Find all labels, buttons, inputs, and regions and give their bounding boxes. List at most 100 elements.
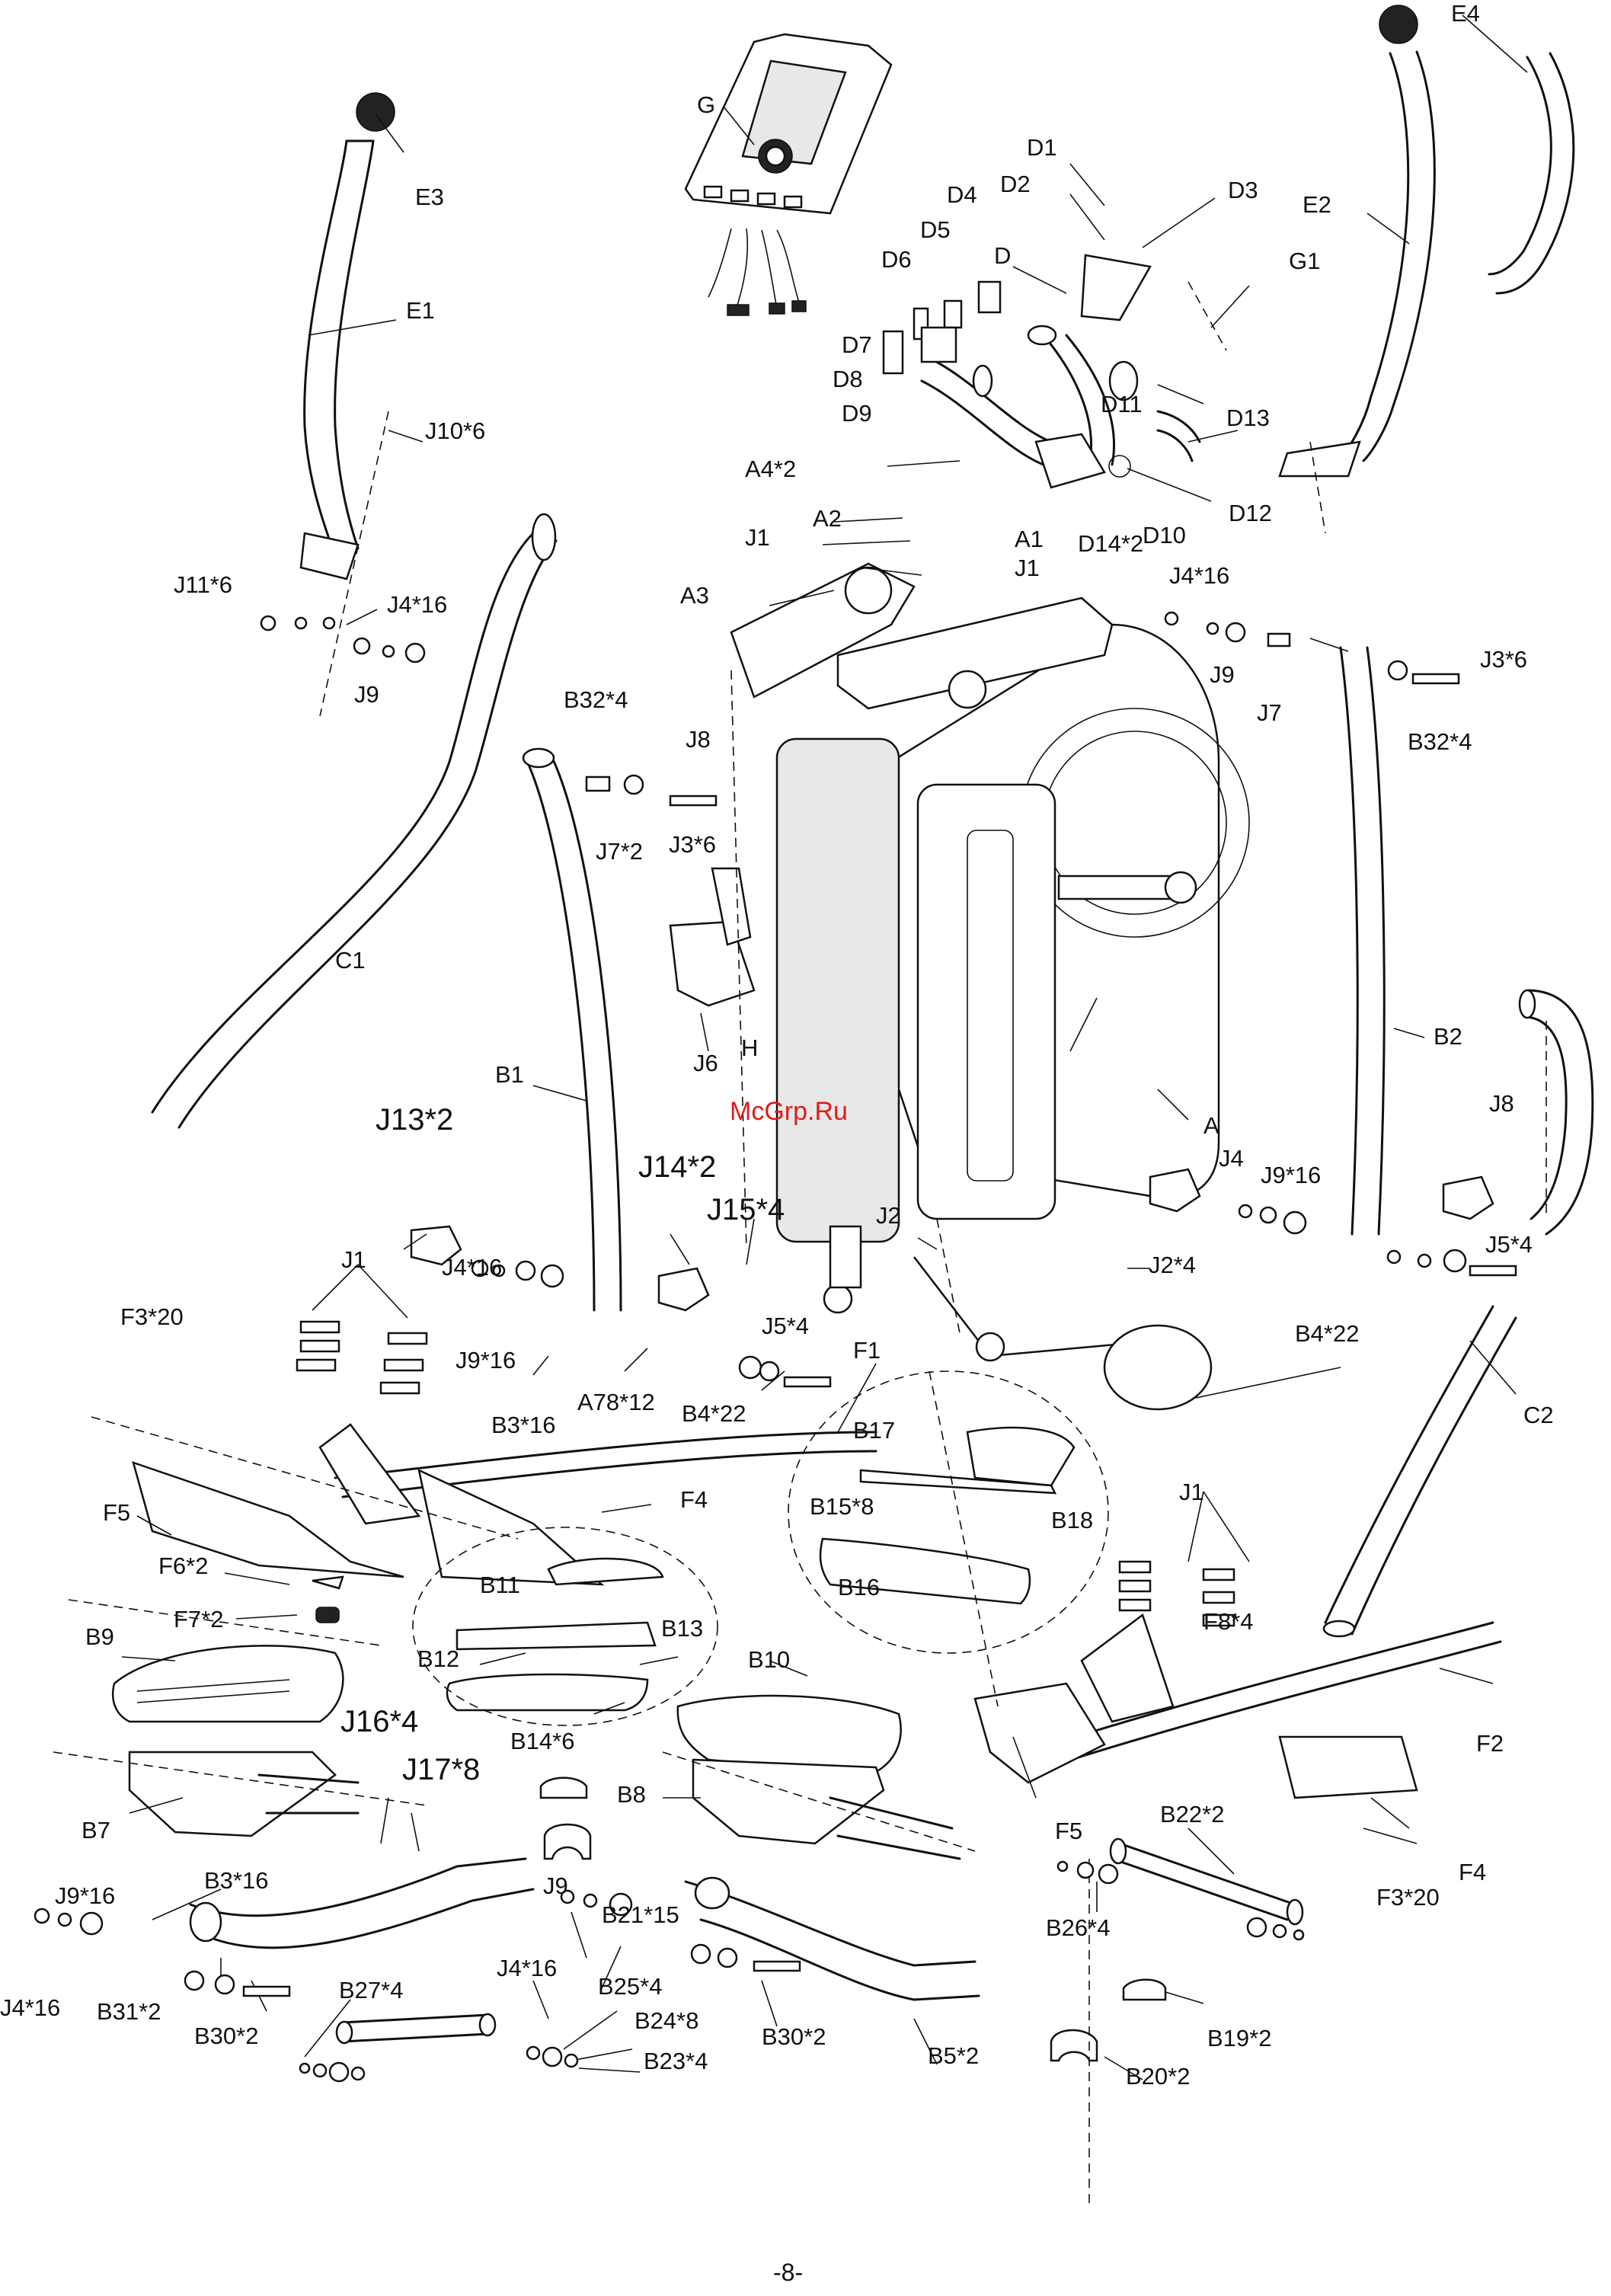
label-f6x2: F6*2: [158, 1553, 209, 1579]
label-d: D: [994, 242, 1012, 269]
pedal-arm-right-drawing: [684, 1876, 980, 2001]
bottle-holder-h-drawing: [669, 867, 756, 1007]
label-d8: D8: [833, 366, 863, 392]
label-j4x16-upper-right: J4*16: [1169, 562, 1230, 589]
label-j2x4: J2*4: [1149, 1252, 1197, 1278]
label-j9-lower: J9: [543, 1872, 568, 1899]
label-f3x20-left: F3*20: [120, 1303, 184, 1330]
label-f2: F2: [1476, 1730, 1504, 1757]
label-d6: D6: [881, 246, 912, 273]
clamps-drawing: [539, 1776, 1167, 2062]
label-b27x4: B27*4: [339, 1977, 404, 2003]
label-j3x6-left: J3*6: [669, 831, 717, 858]
label-e2: E2: [1303, 191, 1331, 218]
label-a78x12: A78*12: [577, 1389, 655, 1415]
arm-c2-drawing: [1322, 1305, 1517, 1638]
label-b30x2-right: B30*2: [762, 2023, 826, 2050]
main-frame-a-drawing: [730, 562, 1250, 1411]
bracket-b8-drawing: [692, 1758, 961, 1860]
label-j8-left: J8: [686, 726, 711, 753]
label-b19x2: B19*2: [1207, 2025, 1272, 2051]
label-d10: D10: [1143, 522, 1186, 548]
label-d7: D7: [842, 331, 872, 358]
label-b3x16-lower: B3*16: [204, 1867, 269, 1894]
label-b16: B16: [838, 1574, 881, 1600]
label-c1: C1: [335, 947, 366, 974]
label-b12: B12: [417, 1645, 460, 1672]
label-j4x16-lower-middle: J4*16: [497, 1955, 558, 1981]
label-j4: J4: [1219, 1145, 1244, 1172]
label-b2: B2: [1434, 1023, 1462, 1050]
label-b8: B8: [617, 1781, 646, 1808]
bracket-b7-drawing: [128, 1751, 360, 1837]
console-mast-d-drawing: [882, 254, 1201, 489]
label-b30x2-left: B30*2: [194, 2023, 259, 2049]
label-j9-upper-left: J9: [354, 681, 379, 708]
label-f4-upper: F4: [680, 1486, 708, 1513]
arm-b2-drawing: [1339, 646, 1594, 1236]
label-j15x4: J15*4: [707, 1193, 785, 1226]
label-d4: D4: [947, 181, 977, 208]
pedal-b11-b13-drawing: [446, 1557, 664, 1712]
label-a4x2: A4*2: [745, 456, 797, 482]
handlebar-e4-drawing: [1488, 52, 1575, 295]
label-b20x2: B20*2: [1126, 2063, 1191, 2090]
label-a2: A2: [813, 505, 842, 532]
pedal-b10-drawing: [676, 1694, 902, 1776]
label-j7: J7: [1257, 699, 1282, 726]
label-e1: E1: [406, 297, 435, 324]
label-j5x4-left: J5*4: [762, 1313, 810, 1339]
label-j4x16-lower-left: J4*16: [0, 1994, 61, 2021]
label-j9x16-middle: J9*16: [455, 1347, 516, 1373]
label-b23x4: B23*4: [644, 2048, 708, 2074]
label-a1: A1: [1015, 526, 1044, 552]
label-d2: D2: [1000, 171, 1031, 197]
label-g: G: [697, 91, 716, 118]
label-d1: D1: [1027, 134, 1057, 161]
label-b11: B11: [480, 1572, 520, 1598]
handlebar-e2-drawing: [1278, 5, 1436, 478]
label-j1-top-right: J1: [1015, 555, 1040, 581]
detail-circles: [412, 1370, 1109, 1726]
label-d9: D9: [842, 400, 872, 427]
label-j1-top-left: J1: [745, 524, 770, 551]
label-f5-left: F5: [103, 1499, 131, 1526]
label-b32x4-right: B32*4: [1408, 728, 1472, 755]
label-h: H: [741, 1034, 759, 1061]
label-b18: B18: [1051, 1507, 1094, 1533]
label-f1: F1: [853, 1337, 881, 1364]
label-b13: B13: [661, 1615, 704, 1642]
label-j9x16-right: J9*16: [1261, 1162, 1322, 1188]
label-j16x4: J16*4: [340, 1705, 419, 1738]
label-f4-lower: F4: [1459, 1859, 1487, 1885]
label-a3: A3: [680, 582, 709, 609]
label-c2: C2: [1523, 1402, 1554, 1428]
label-e3: E3: [415, 184, 444, 210]
label-j8-right: J8: [1489, 1090, 1514, 1117]
label-d11: D11: [1101, 391, 1143, 417]
label-b25x4: B25*4: [598, 1973, 663, 2000]
console-g-drawing: [684, 33, 893, 316]
label-f3x20-right: F3*20: [1376, 1884, 1440, 1911]
label-j11x6: J11*6: [174, 571, 232, 598]
label-b17: B17: [853, 1417, 896, 1444]
label-j9x16-lower: J9*16: [55, 1882, 116, 1909]
label-b4x22-left: B4*22: [682, 1400, 746, 1427]
label-d14x2: D14*2: [1078, 530, 1144, 557]
label-j1-middle: J1: [341, 1246, 366, 1273]
page-number: -8-: [773, 2259, 804, 2286]
label-b24x8: B24*8: [634, 2007, 699, 2034]
label-b10: B10: [748, 1646, 791, 1673]
label-j4x16-upper-left: J4*16: [387, 591, 448, 618]
label-a: A: [1203, 1112, 1219, 1139]
label-b14x6: B14*6: [510, 1728, 575, 1754]
watermark-text: McGrp.Ru: [730, 1097, 848, 1126]
label-g1: G1: [1289, 248, 1321, 274]
label-j7x2: J7*2: [596, 838, 644, 865]
label-j6: J6: [693, 1050, 718, 1076]
label-b21x15: B21*15: [602, 1901, 679, 1928]
rod-b27-drawing: [335, 2013, 497, 2045]
handlebar-e1-drawing: [299, 92, 395, 580]
label-e4: E4: [1451, 0, 1480, 27]
label-b4x22-right: B4*22: [1295, 1320, 1360, 1347]
